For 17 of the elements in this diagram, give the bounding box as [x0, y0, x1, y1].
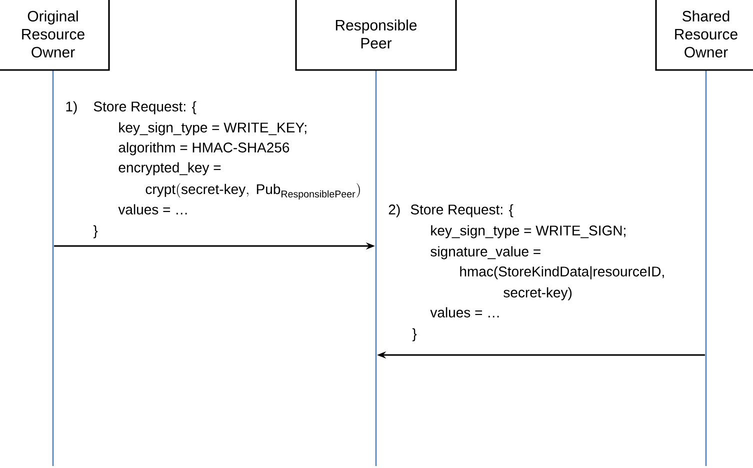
message-text: }: [93, 225, 98, 238]
message-text: Store Request: {: [410, 204, 514, 218]
message-text: hmac(StoreKindData|resourceID,: [460, 266, 664, 280]
message-text: Store Request: {: [94, 101, 196, 114]
message-text: 1): [66, 101, 77, 114]
message-text: signature_value =: [430, 246, 540, 260]
message-text: key_sign_type = WRITE_SIGN;: [431, 225, 626, 238]
participant-box: Responsible Peer: [295, 0, 457, 71]
participant-box: Shared Resource Owner: [655, 0, 753, 71]
message-text: 2): [388, 204, 400, 218]
participant-box: Original Resource Owner: [0, 0, 110, 71]
message-text: secret-key): [504, 287, 572, 300]
message-text: values = …: [430, 307, 499, 318]
message-text: key_sign_type = WRITE_KEY;: [119, 122, 306, 136]
message-text: $\mathrm{crypt(secret}\mbox{-}\mathrm{key,\ Pub}_{\mathrm{ResponsiblePeer}}\mathrm{)}$: [146, 183, 360, 200]
message-text: algorithm = HMAC-SHA256: [118, 142, 290, 156]
message-text: }: [412, 328, 417, 342]
